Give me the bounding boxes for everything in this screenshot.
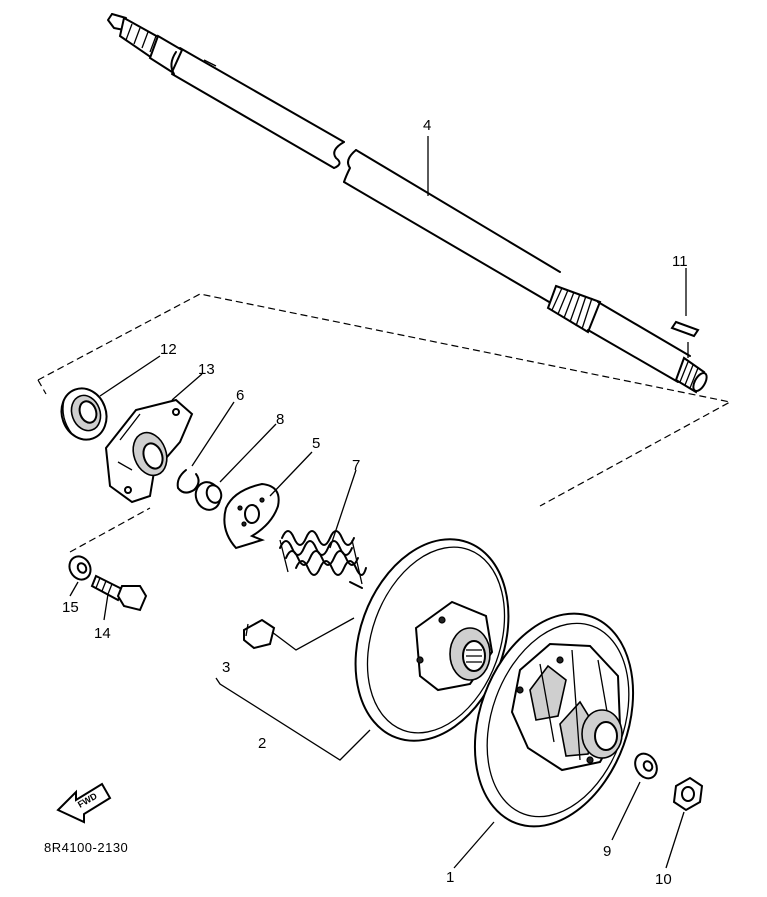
bracket-part [104, 373, 203, 504]
callout-6: 6 [236, 387, 244, 404]
callout-12: 12 [160, 341, 177, 358]
spring-part [279, 469, 367, 589]
shaft-key-part [670, 268, 700, 358]
small-washer-part [68, 555, 92, 597]
group-bracket-2 [215, 677, 371, 761]
callout-2: 2 [258, 735, 266, 752]
callout-14: 14 [94, 625, 111, 642]
callout-4: 4 [423, 117, 431, 134]
bearing-part [60, 355, 161, 441]
exploded-assembly-outline [37, 293, 732, 553]
callout-13: 13 [198, 361, 215, 378]
callout-7: 7 [352, 457, 360, 474]
washer-part [611, 752, 658, 841]
callout-8: 8 [276, 411, 284, 428]
nut-part [665, 776, 704, 869]
callout-9: 9 [603, 843, 611, 860]
callout-10: 10 [655, 871, 672, 888]
mounting-bolt-part [90, 574, 148, 621]
callout-3: 3 [222, 659, 230, 676]
collar-part [194, 423, 277, 511]
callout-11: 11 [672, 253, 688, 270]
spring-seat-part [223, 451, 313, 550]
circlip-part [176, 401, 235, 494]
callout-1: 1 [446, 869, 454, 886]
fixed-sheave-part [354, 538, 510, 742]
drawing-code: 8R4100-2130 [44, 840, 128, 855]
sheave-bolt-part [243, 617, 355, 651]
sliding-sheave-part [453, 612, 635, 869]
callout-5: 5 [312, 435, 320, 452]
forward-direction-badge: FWD [56, 782, 112, 824]
callout-15: 15 [62, 599, 79, 616]
shaft-part [107, 13, 708, 394]
